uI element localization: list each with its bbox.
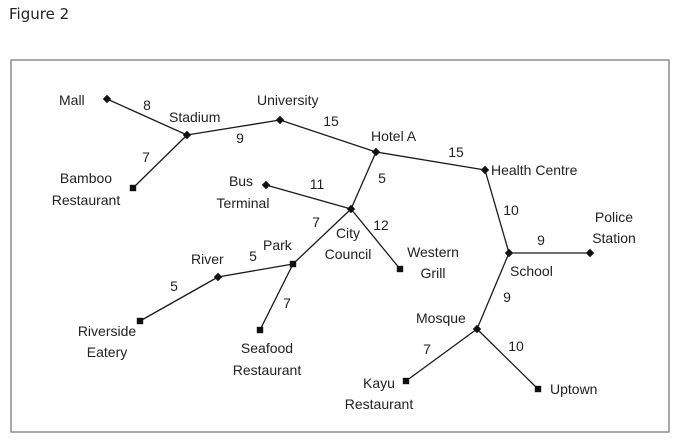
label-bus-terminal: Terminal bbox=[217, 195, 270, 211]
road-park-to-seafood-restaurant bbox=[259, 263, 294, 331]
distance-label: 12 bbox=[373, 217, 389, 233]
road-bus-terminal-to-city-council bbox=[265, 184, 352, 210]
label-bamboo-restaurant: Bamboo bbox=[60, 170, 112, 186]
distance-labels-layer: 8 7 9 15 15 5 11 12 7 5 5 7 10 9 9 7 10 bbox=[142, 97, 545, 357]
distance-label: 10 bbox=[508, 338, 524, 354]
road-stadium-to-bamboo-restaurant bbox=[132, 134, 188, 189]
distance-label: 5 bbox=[378, 170, 386, 186]
label-kayu-restaurant: Kayu bbox=[363, 375, 395, 391]
label-city-council: City bbox=[336, 225, 360, 241]
label-bus-terminal: Bus bbox=[229, 173, 253, 189]
distance-label: 5 bbox=[249, 248, 257, 264]
node-kayu-restaurant bbox=[402, 377, 410, 385]
node-uptown bbox=[534, 385, 542, 393]
node-western-grill bbox=[396, 265, 404, 273]
label-mall: Mall bbox=[59, 92, 85, 108]
label-bamboo-restaurant: Restaurant bbox=[52, 192, 121, 208]
node-health-centre bbox=[480, 165, 490, 175]
node-police-station bbox=[585, 248, 595, 258]
distance-label: 15 bbox=[323, 113, 339, 129]
distance-label: 7 bbox=[283, 295, 291, 311]
road-health-centre-to-school bbox=[484, 169, 510, 254]
label-seafood-restaurant: Seafood bbox=[241, 340, 293, 356]
node-school bbox=[504, 248, 514, 258]
label-seafood-restaurant: Restaurant bbox=[233, 362, 302, 378]
road-city-council-to-western-grill bbox=[350, 208, 401, 270]
label-police-station: Station bbox=[592, 230, 636, 246]
label-riverside-eatery: Eatery bbox=[87, 344, 127, 360]
road-mosque-to-uptown bbox=[476, 328, 539, 390]
distance-label: 9 bbox=[537, 232, 545, 248]
label-riverside-eatery: Riverside bbox=[78, 323, 137, 339]
label-university: University bbox=[257, 92, 318, 108]
label-police-station: Police bbox=[595, 209, 633, 225]
distance-label: 11 bbox=[310, 176, 325, 192]
road-stadium-to-university bbox=[186, 119, 281, 136]
distance-label: 8 bbox=[143, 97, 151, 113]
label-health-centre: Health Centre bbox=[491, 162, 578, 178]
node-riverside-eatery bbox=[136, 317, 144, 325]
distance-label: 10 bbox=[503, 202, 519, 218]
road-school-to-mosque bbox=[476, 252, 510, 330]
node-seafood-restaurant bbox=[256, 326, 264, 334]
road-mosque-to-kayu-restaurant bbox=[405, 328, 478, 382]
road-university-to-hotel-a bbox=[279, 119, 377, 153]
road-hotel-a-to-health-centre bbox=[375, 151, 486, 171]
places-layer bbox=[102, 94, 595, 393]
node-river bbox=[213, 272, 223, 282]
distance-label: 7 bbox=[423, 341, 431, 357]
node-university bbox=[275, 115, 285, 125]
road-mall-to-stadium bbox=[106, 98, 188, 136]
figure-title: Figure 2 bbox=[9, 5, 70, 23]
node-mosque bbox=[472, 324, 482, 334]
node-bamboo-restaurant bbox=[129, 184, 137, 192]
label-park: Park bbox=[263, 237, 293, 253]
label-river: River bbox=[191, 251, 224, 267]
distance-label: 9 bbox=[236, 130, 244, 146]
road-river-to-riverside-eatery bbox=[139, 276, 219, 322]
label-city-council: Council bbox=[325, 246, 372, 262]
label-mosque: Mosque bbox=[416, 310, 466, 326]
distance-label: 15 bbox=[448, 144, 464, 160]
road-city-council-to-park bbox=[292, 208, 352, 265]
label-uptown: Uptown bbox=[550, 381, 597, 397]
node-city-council bbox=[346, 204, 356, 214]
road-hotel-a-to-city-council bbox=[350, 151, 377, 210]
node-bus-terminal bbox=[261, 180, 271, 190]
label-kayu-restaurant: Restaurant bbox=[345, 396, 414, 412]
distance-label: 5 bbox=[170, 278, 178, 294]
distance-label: 9 bbox=[503, 289, 511, 305]
node-park bbox=[289, 260, 297, 268]
distance-label: 7 bbox=[312, 214, 320, 230]
label-western-grill: Grill bbox=[421, 265, 446, 281]
node-mall bbox=[102, 94, 112, 104]
road-park-to-river bbox=[217, 263, 294, 278]
label-hotel-a: Hotel A bbox=[371, 128, 417, 144]
label-western-grill: Western bbox=[407, 244, 459, 260]
roads-layer bbox=[106, 98, 590, 390]
distance-label: 7 bbox=[142, 149, 150, 165]
label-stadium: Stadium bbox=[169, 109, 220, 125]
label-school: School bbox=[510, 263, 553, 279]
node-hotel-a bbox=[371, 147, 381, 157]
diagram-frame bbox=[10, 59, 670, 433]
node-stadium bbox=[182, 130, 192, 140]
